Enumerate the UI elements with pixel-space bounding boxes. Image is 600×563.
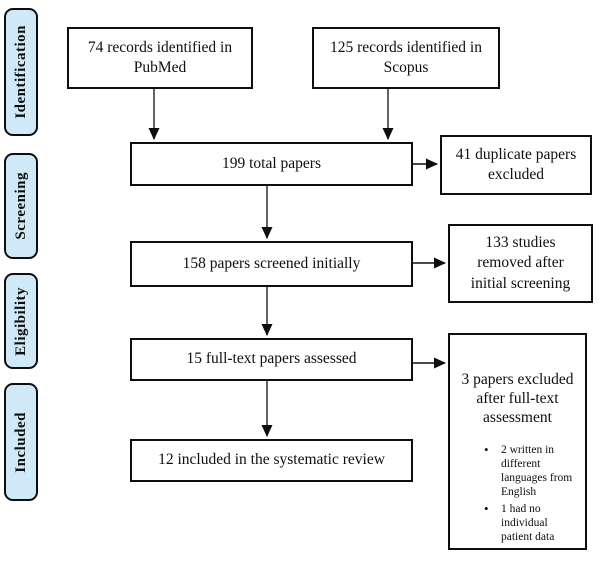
box-duplicates-excluded-text: 41 duplicate papers excluded — [455, 145, 577, 183]
stage-label-screening: Screening — [4, 153, 38, 259]
box-studies-removed-text: 133 studies removed after initial screen… — [470, 233, 571, 292]
stage-label-identification-text: Identification — [12, 25, 29, 119]
stage-label-included: Included — [4, 383, 38, 501]
box-fulltext-excluded-title: 3 papers excluded after full-text assess… — [461, 371, 574, 426]
excluded-reason-item: 2 written in different languages from En… — [484, 442, 577, 500]
stage-label-identification: Identification — [4, 8, 38, 136]
box-fulltext-assessed: 15 full-text papers assessed — [130, 338, 413, 381]
box-papers-screened: 158 papers screened initially — [130, 241, 413, 287]
excluded-reasons-list: 2 written in different languages from En… — [458, 442, 577, 545]
stage-label-included-text: Included — [12, 411, 29, 473]
box-papers-screened-text: 158 papers screened initially — [182, 254, 361, 272]
box-scopus-records: 125 records identified in Scopus — [312, 27, 500, 89]
excluded-reason-item: 1 had no individual patient data — [484, 501, 577, 545]
box-included-review: 12 included in the systematic review — [130, 439, 413, 482]
box-scopus-records-text: 125 records identified in Scopus — [330, 38, 482, 76]
stage-label-eligibility: Eligibility — [4, 273, 38, 369]
box-studies-removed: 133 studies removed after initial screen… — [448, 224, 593, 303]
box-pubmed-records: 74 records identified in PubMed — [67, 27, 253, 89]
box-fulltext-excluded: 3 papers excluded after full-text assess… — [448, 333, 587, 550]
stage-label-screening-text: Screening — [12, 172, 29, 240]
box-included-review-text: 12 included in the systematic review — [158, 451, 385, 469]
box-duplicates-excluded: 41 duplicate papers excluded — [440, 135, 592, 195]
box-fulltext-assessed-text: 15 full-text papers assessed — [186, 350, 357, 368]
box-pubmed-records-text: 74 records identified in PubMed — [87, 38, 233, 76]
stage-label-eligibility-text: Eligibility — [12, 286, 29, 356]
box-total-papers: 199 total papers — [130, 142, 413, 186]
box-total-papers-text: 199 total papers — [221, 154, 321, 172]
